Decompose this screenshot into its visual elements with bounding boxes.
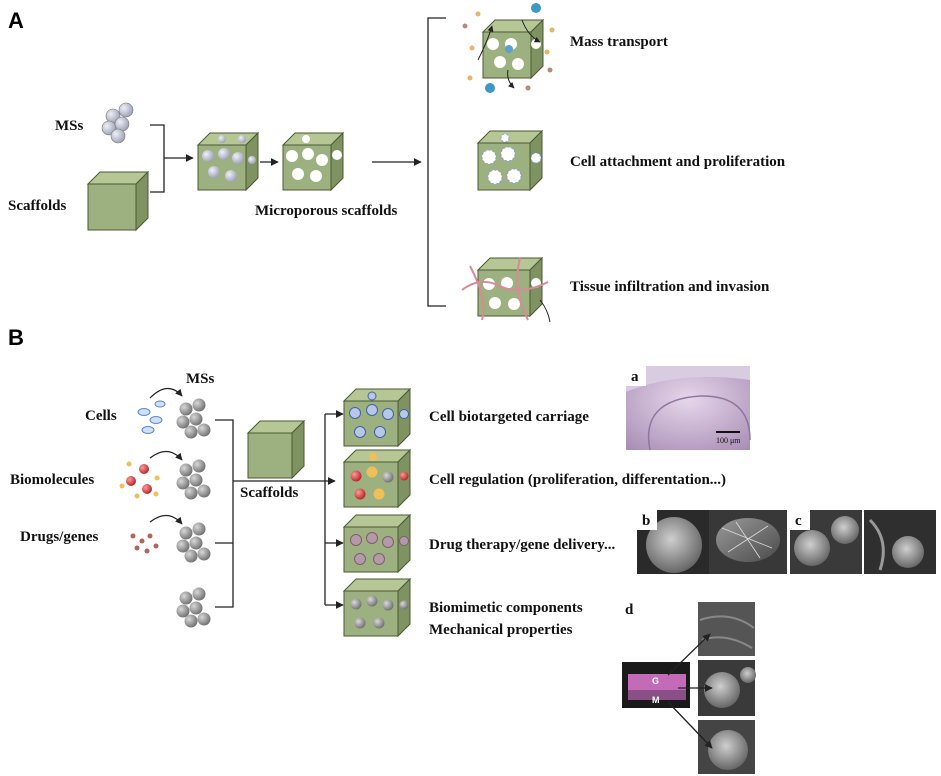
mass-transport-cube: [462, 3, 555, 93]
micrograph-d-inset: [622, 662, 690, 708]
ms-cluster-plain: [176, 587, 211, 628]
micrograph-d-sem: [698, 602, 756, 774]
marker-m: M: [652, 695, 660, 705]
label-box-a: [626, 366, 646, 386]
cells-icon: [137, 400, 166, 434]
cube-drug-delivery: [342, 513, 412, 574]
outcome-mechanical: Mechanical properties: [429, 622, 573, 638]
input-drugs-genes: Drugs/genes: [20, 529, 98, 545]
label-box-c: [790, 510, 810, 530]
ms-cluster-biomolecules: [176, 459, 211, 500]
microporous-cube-a: [281, 131, 345, 192]
cube-cell-regulation: [342, 448, 412, 509]
d-arrow-bottom: [667, 701, 713, 749]
ms-label-b: MSs: [186, 371, 215, 387]
biomolecules-icon: [119, 461, 160, 499]
panel-a-letter: A: [8, 8, 24, 33]
micrograph-letter-a: a: [631, 369, 639, 385]
biomolecules-arrow: [149, 450, 183, 461]
cube-biomimetic: [342, 577, 412, 638]
cube-cell-carriage: [342, 387, 412, 448]
branch-bracket-a: [427, 17, 446, 307]
cells-arrow: [149, 387, 183, 399]
combine-bracket-b: [215, 419, 234, 608]
scaffold-cube-b: [246, 419, 306, 480]
microporous-label: Microporous scaffolds: [255, 203, 398, 219]
outcome-mass-transport: Mass transport: [570, 34, 668, 50]
micrograph-letter-c: c: [795, 513, 802, 529]
outcome-cell-attachment: Cell attachment and proliferation: [570, 154, 786, 170]
scaffolds-label-b: Scaffolds: [240, 485, 299, 501]
micrograph-letter-d: d: [625, 602, 634, 618]
scale-bar-a-label: 100 μm: [716, 436, 741, 445]
scaffolds-label-a: Scaffolds: [8, 198, 67, 214]
outcome-cell-carriage: Cell biotargeted carriage: [429, 409, 589, 425]
marker-g: G: [652, 676, 659, 686]
micrograph-a: [626, 366, 751, 451]
ms-cluster-drugs: [176, 522, 211, 563]
outcome-drug-delivery: Drug therapy/gene delivery...: [429, 537, 615, 553]
input-cells: Cells: [85, 408, 117, 424]
combine-bracket-a: [150, 124, 165, 193]
outcome-biomimetic: Biomimetic components: [429, 600, 583, 616]
drugs-genes-icon: [130, 533, 159, 554]
ms-cluster-cells: [176, 398, 211, 439]
micrograph-letter-b: b: [642, 513, 650, 529]
tissue-infiltration-cube: [461, 256, 551, 323]
microspheres-cluster-a: [101, 102, 134, 144]
micrograph-b: [637, 510, 787, 574]
label-box-b: [637, 510, 657, 530]
ms-scaffold-cube-a: [196, 131, 260, 192]
outcome-cell-regulation: Cell regulation (proliferation, differen…: [429, 472, 726, 488]
scaffold-cube-a: [86, 170, 150, 232]
outcome-tissue-infiltration: Tissue infiltration and invasion: [570, 279, 770, 295]
panel-b-letter: B: [8, 325, 24, 350]
micrograph-c: [790, 510, 936, 574]
d-arrow-top: [667, 633, 711, 676]
input-biomolecules: Biomolecules: [10, 472, 94, 488]
drugs-arrow: [149, 514, 183, 525]
ms-label-a: MSs: [55, 118, 84, 134]
cell-attachment-cube: [476, 129, 544, 192]
